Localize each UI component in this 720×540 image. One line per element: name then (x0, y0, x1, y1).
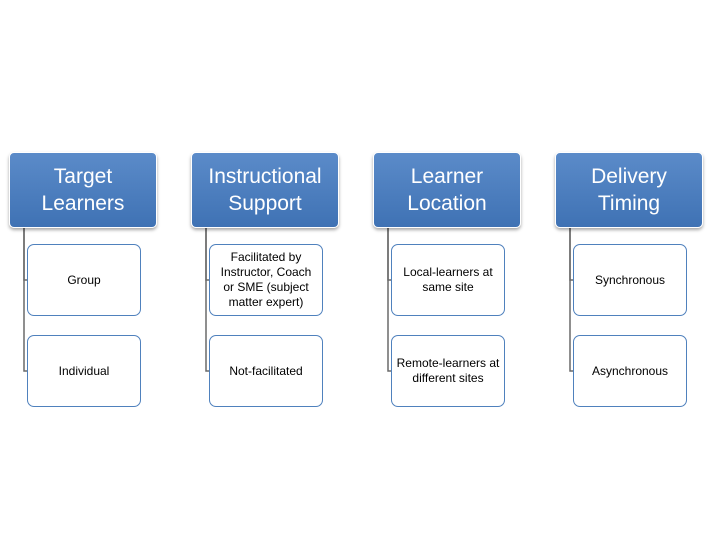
box-label: Remote-learners at different sites (396, 356, 500, 385)
header-delivery-timing: Delivery Timing (555, 152, 703, 228)
column-instructional-support: Instructional Support Facilitated by Ins… (191, 152, 339, 412)
box-synchronous: Synchronous (573, 244, 687, 316)
box-label: Facilitated by Instructor, Coach or SME … (220, 250, 312, 309)
header-label: Delivery Timing (591, 165, 667, 215)
header-learner-location: Learner Location (373, 152, 521, 228)
box-label: Asynchronous (591, 363, 669, 378)
box-label: Synchronous (594, 272, 666, 287)
box-remote-learners: Remote-learners at different sites (391, 335, 505, 407)
box-label: Individual (58, 363, 110, 378)
box-local-learners: Local-learners at same site (391, 244, 505, 316)
column-target-learners: Target Learners Group Individual (9, 152, 157, 412)
header-target-learners: Target Learners (9, 152, 157, 228)
box-label: Local-learners at same site (403, 265, 493, 294)
header-instructional-support: Instructional Support (191, 152, 339, 228)
column-learner-location: Learner Location Local-learners at same … (373, 152, 521, 412)
box-label: Not-facilitated (229, 363, 303, 378)
header-label: Instructional Support (208, 165, 322, 215)
box-label: Group (67, 272, 101, 287)
box-facilitated: Facilitated by Instructor, Coach or SME … (209, 244, 323, 316)
box-individual: Individual (27, 335, 141, 407)
header-label: Learner Location (407, 165, 487, 215)
column-delivery-timing: Delivery Timing Synchronous Asynchronous (555, 152, 703, 412)
box-asynchronous: Asynchronous (573, 335, 687, 407)
box-not-facilitated: Not-facilitated (209, 335, 323, 407)
box-group: Group (27, 244, 141, 316)
header-label: Target Learners (41, 165, 125, 215)
